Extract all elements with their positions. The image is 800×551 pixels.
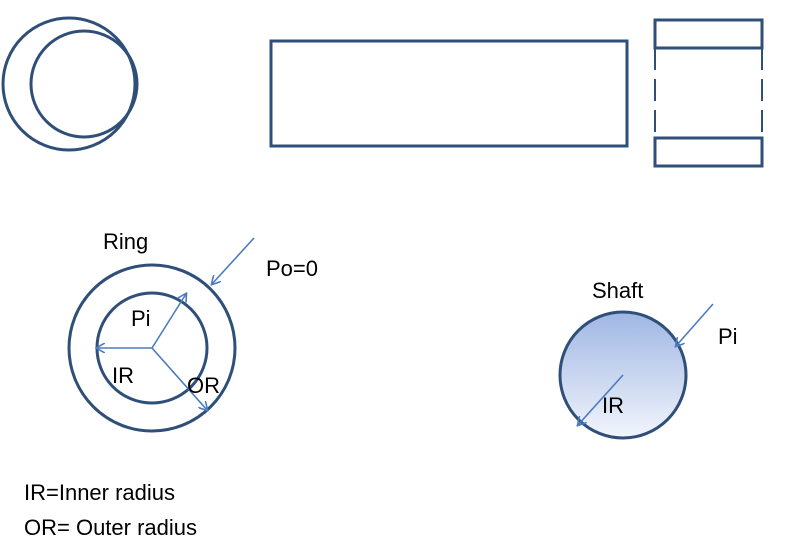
cylinder-side-view <box>269 39 629 148</box>
pi-shaft-label: Pi <box>718 324 738 349</box>
pi-shaft-arrow <box>676 303 714 346</box>
pi-ring-label: Pi <box>131 306 151 331</box>
ir-shaft-arrow <box>578 374 624 425</box>
ir-ring-label: IR <box>112 363 134 388</box>
shaft-label: Shaft <box>592 278 643 303</box>
section-bottom-wall <box>653 136 764 168</box>
ring-end-view <box>1 16 139 152</box>
or-arrow <box>151 347 207 410</box>
ring-diagram: Ring Po=0 Pi IR OR <box>67 229 318 433</box>
end-view-outer-circle <box>1 16 137 152</box>
pi-arrow <box>151 294 186 349</box>
legend: IR=Inner radius OR= Outer radius <box>24 480 197 540</box>
section-top-wall <box>653 18 764 50</box>
po-arrow <box>212 237 255 284</box>
shaft-diagram: Shaft Pi IR <box>558 278 738 440</box>
end-view-inner-circle <box>29 29 139 139</box>
ring-outer-circle <box>67 263 237 433</box>
cylinder-section-view <box>653 18 764 168</box>
ir-shaft-label: IR <box>602 393 624 418</box>
legend-or: OR= Outer radius <box>24 515 197 540</box>
po-label: Po=0 <box>266 256 318 281</box>
legend-ir: IR=Inner radius <box>24 480 175 505</box>
ring-label: Ring <box>103 229 148 254</box>
or-ring-label: OR <box>187 373 220 398</box>
